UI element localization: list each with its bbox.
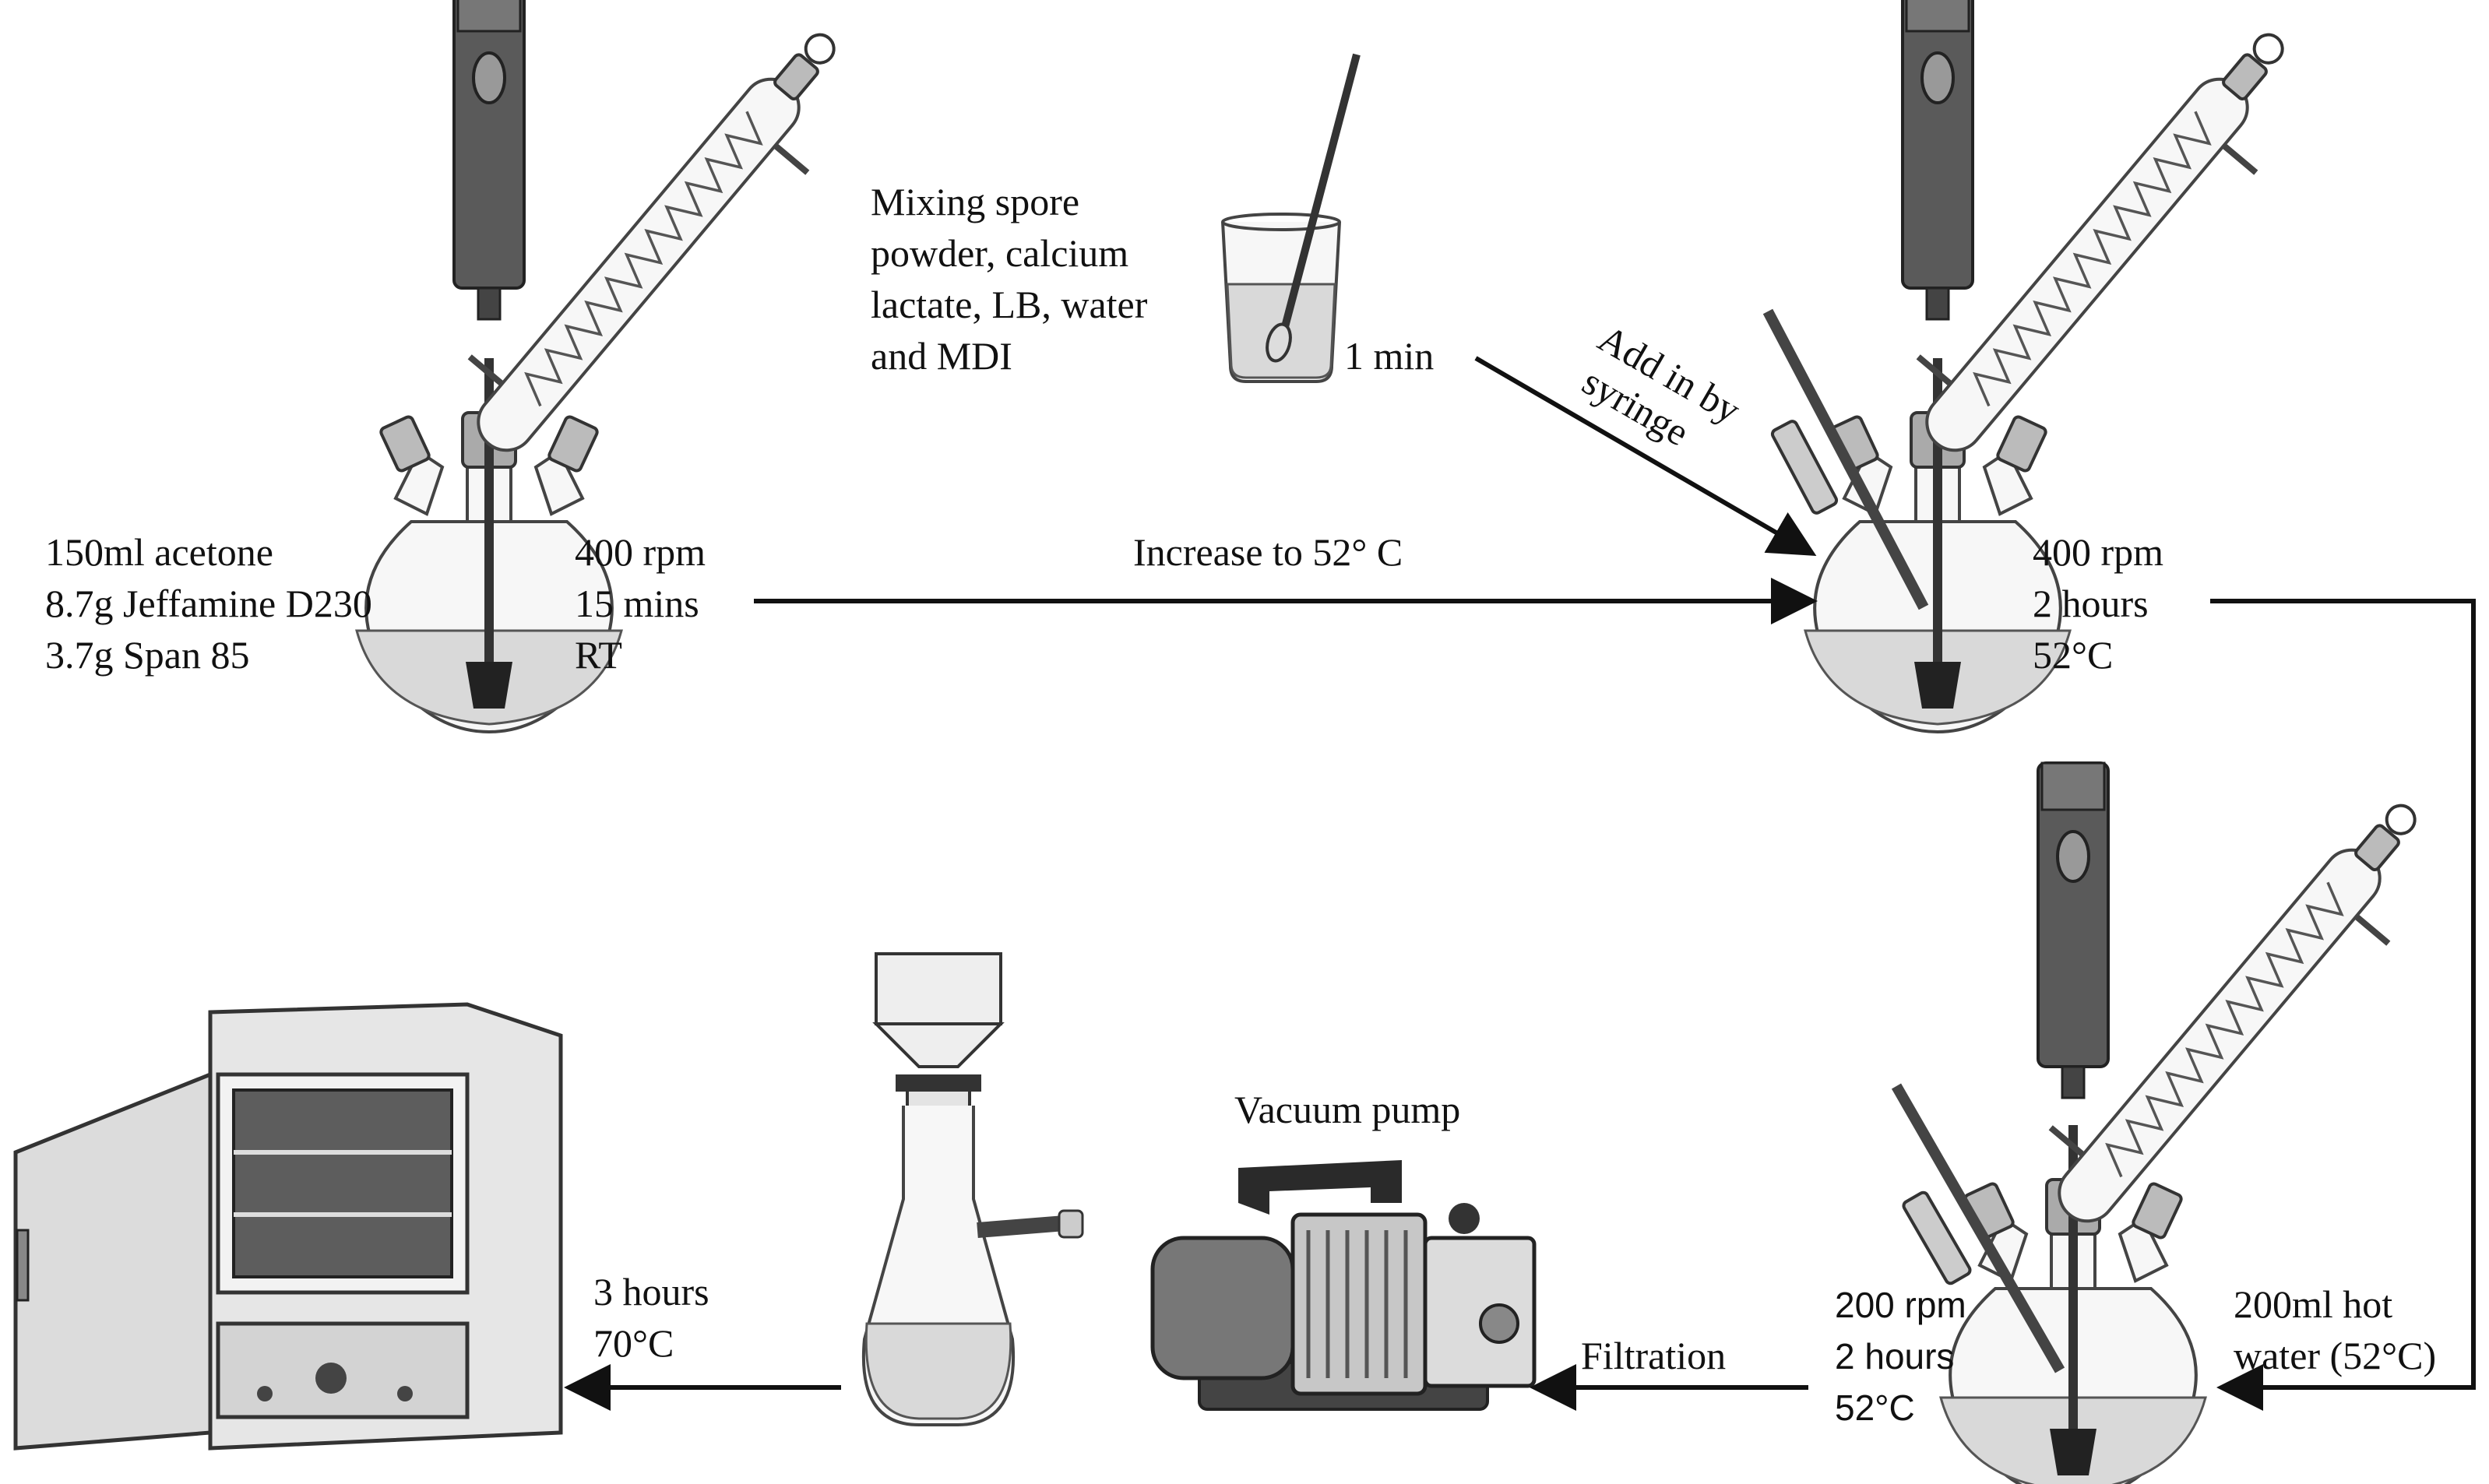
step2-speed: 400 rpm	[2033, 530, 2163, 574]
reactor-2	[1762, 0, 2331, 733]
step1-time: 15 mins	[575, 582, 699, 625]
syringe-label: Add in by syringe	[1575, 316, 1748, 454]
oven-conditions: 3 hours 70°C	[593, 1270, 709, 1365]
step2-temp: 52°C	[2033, 633, 2113, 677]
hot-water-line-1: 200ml hot	[2234, 1282, 2392, 1326]
step2-conditions: 400 rpm 2 hours 52°C	[2033, 530, 2163, 677]
oven-time: 3 hours	[593, 1270, 709, 1313]
step3-temp: 52°C	[1835, 1387, 1915, 1428]
step1-temp: RT	[575, 633, 622, 677]
mixing-beaker	[1221, 53, 1361, 383]
mixing-line-3: lactate, LB, water	[871, 283, 1148, 326]
reagent-line-3: 3.7g Span 85	[45, 633, 250, 677]
vacuum-pump	[1150, 1160, 1537, 1411]
arrow-hot-water	[2210, 599, 2476, 1411]
step3-conditions: 200 rpm 2 hours 52°C	[1835, 1285, 1966, 1428]
filtration-label: Filtration	[1581, 1334, 1726, 1377]
reagent-line-1: 150ml acetone	[45, 530, 273, 574]
reagent-line-2: 8.7g Jeffamine D230	[45, 582, 372, 625]
increase-label: Increase to 52° C	[1133, 530, 1403, 574]
step1-conditions: 400 rpm 15 mins RT	[575, 530, 706, 677]
step3-time: 2 hours	[1835, 1336, 1954, 1377]
step1-reagents: 150ml acetone 8.7g Jeffamine D230 3.7g S…	[45, 530, 372, 677]
step3-speed: 200 rpm	[1835, 1285, 1966, 1325]
drying-oven	[13, 1002, 563, 1451]
vacuum-pump-label: Vacuum pump	[1234, 1088, 1460, 1131]
step1-speed: 400 rpm	[575, 530, 706, 574]
filtration-flask	[861, 952, 1084, 1426]
hot-water-line-2: water (52°C)	[2234, 1334, 2436, 1377]
reactor-3	[1891, 763, 2463, 1484]
mixing-time: 1 min	[1344, 334, 1434, 378]
mixing-description: Mixing spore powder, calcium lactate, LB…	[871, 180, 1434, 378]
mixing-line-4: and MDI	[871, 334, 1012, 378]
oven-temp: 70°C	[593, 1321, 674, 1365]
step2-time: 2 hours	[2033, 582, 2149, 625]
arrow-syringe	[1474, 356, 1817, 557]
hot-water-label: 200ml hot water (52°C)	[2234, 1282, 2436, 1377]
mixing-line-2: powder, calcium	[871, 231, 1128, 275]
mixing-line-1: Mixing spore	[871, 180, 1079, 223]
